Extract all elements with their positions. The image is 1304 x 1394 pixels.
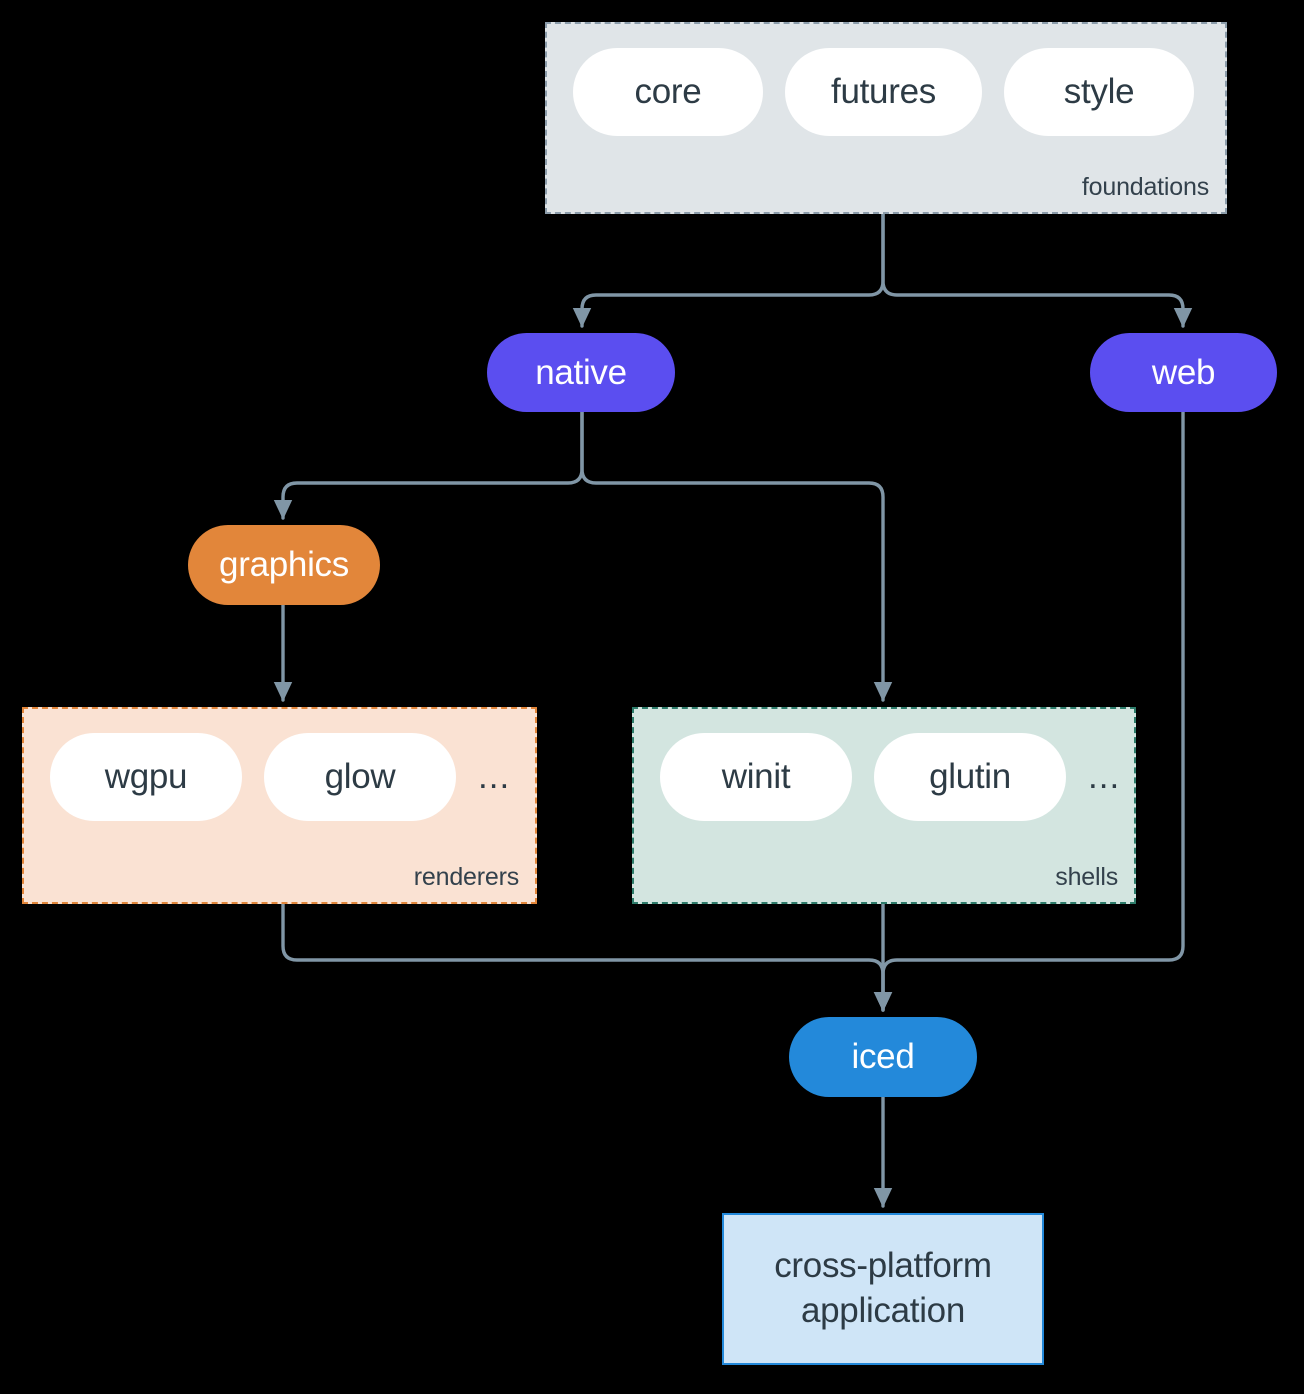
node-web[interactable]: web	[1090, 333, 1277, 412]
edge-foundations-native	[572, 212, 885, 328]
node-native[interactable]: native	[487, 333, 675, 412]
pill-wgpu[interactable]: wgpu	[50, 733, 242, 821]
shells-ellipsis: ...	[1088, 757, 1121, 796]
application-line-2: application	[800, 1291, 966, 1330]
group-label-renderers: renderers	[413, 863, 519, 891]
edge-foundations-web	[881, 212, 1193, 328]
edge-renderers-iced	[281, 902, 893, 1012]
pill-winit[interactable]: winit	[660, 733, 852, 821]
group-renderers: wgpu glow ... renderers	[22, 707, 537, 904]
node-iced[interactable]: iced	[789, 1017, 977, 1097]
group-shells: winit glutin ... shells	[632, 707, 1136, 904]
foundations-pill-row: core futures style	[573, 48, 1194, 136]
group-label-shells: shells	[1055, 863, 1118, 891]
shells-pill-row: winit glutin ...	[660, 733, 1120, 821]
pill-glow[interactable]: glow	[264, 733, 456, 821]
edge-native-graphics	[273, 410, 584, 520]
application-line-1: cross-platform	[774, 1246, 992, 1286]
edge-native-shells	[580, 410, 893, 702]
pill-core[interactable]: core	[573, 48, 763, 136]
group-foundations: core futures style foundations	[545, 22, 1227, 214]
pill-futures[interactable]: futures	[785, 48, 982, 136]
renderers-pill-row: wgpu glow ...	[50, 733, 510, 821]
node-cross-platform-application[interactable]: cross-platform application	[722, 1213, 1044, 1365]
group-label-foundations: foundations	[1081, 173, 1209, 201]
node-graphics[interactable]: graphics	[188, 525, 380, 605]
pill-style[interactable]: style	[1004, 48, 1194, 136]
pill-glutin[interactable]: glutin	[874, 733, 1066, 821]
renderers-ellipsis: ...	[478, 757, 511, 796]
